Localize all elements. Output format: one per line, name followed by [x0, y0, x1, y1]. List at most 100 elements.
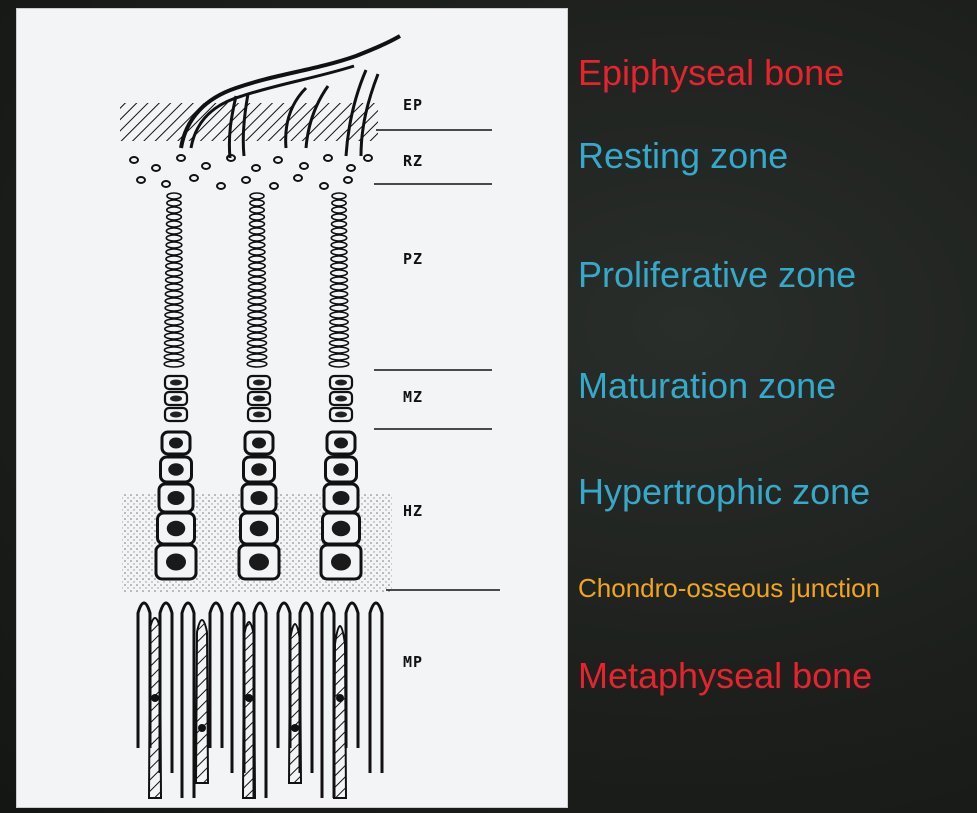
- proliferative-cell: [249, 277, 266, 283]
- proliferative-cell: [331, 235, 346, 241]
- proliferative-cell: [249, 270, 266, 276]
- resting-cell: [137, 177, 145, 183]
- resting-cell: [177, 155, 185, 161]
- osteocyte: [245, 694, 253, 702]
- zone-code-rz: RZ: [403, 152, 423, 170]
- proliferative-cell: [330, 305, 348, 311]
- bone-strip: [196, 620, 208, 783]
- hypertrophic-nucleus: [250, 521, 269, 537]
- proliferative-cell: [166, 249, 182, 255]
- proliferative-cell: [249, 263, 265, 269]
- hypertrophic-nucleus: [331, 554, 351, 571]
- bone-strip: [289, 624, 301, 783]
- resting-cell: [227, 155, 235, 161]
- resting-cell: [162, 181, 170, 187]
- trabecula-loop: [232, 603, 244, 773]
- label-chondro-osseous-junction: Chondro-osseous junction: [578, 573, 880, 604]
- proliferative-cell: [166, 228, 181, 234]
- proliferative-cell: [165, 284, 182, 290]
- maturation-nucleus: [253, 380, 265, 386]
- proliferative-cell: [247, 347, 266, 353]
- proliferative-cell: [250, 207, 264, 213]
- hypertrophic-nucleus: [251, 463, 267, 476]
- proliferative-cell: [329, 347, 348, 353]
- chondrocyte-column: [321, 193, 361, 579]
- proliferative-cell: [332, 200, 346, 206]
- proliferative-cell: [165, 333, 184, 339]
- proliferative-cell: [331, 249, 347, 255]
- label-proliferative-zone: Proliferative zone: [578, 254, 856, 296]
- label-hypertrophic-zone: Hypertrophic zone: [578, 471, 870, 513]
- hypertrophic-nucleus: [168, 463, 184, 476]
- epiphyseal-bone-drawing: [120, 36, 400, 158]
- maturation-nucleus: [170, 396, 182, 402]
- resting-cell: [130, 157, 138, 163]
- proliferative-cell: [332, 214, 347, 220]
- maturation-nucleus: [335, 412, 347, 418]
- hypertrophic-nucleus: [249, 554, 269, 571]
- proliferative-cell: [166, 235, 181, 241]
- hypertrophic-nucleus: [168, 491, 185, 505]
- trabecula-loop: [138, 603, 150, 748]
- proliferative-cell: [167, 200, 181, 206]
- proliferative-cell: [331, 263, 347, 269]
- proliferative-cell: [247, 354, 266, 360]
- trabecula-loop: [322, 603, 334, 798]
- resting-cell: [252, 165, 260, 171]
- resting-cell: [300, 163, 308, 169]
- proliferative-cell: [248, 284, 265, 290]
- proliferative-cell: [248, 298, 266, 304]
- chondrocyte-column: [239, 193, 279, 579]
- trabecula-loop: [210, 603, 222, 748]
- osteocyte: [198, 724, 206, 732]
- proliferative-cell: [167, 221, 182, 227]
- label-epiphyseal-bone: Epiphyseal bone: [578, 52, 844, 94]
- proliferative-cell: [248, 326, 266, 332]
- maturation-nucleus: [170, 380, 182, 386]
- zone-code-mz: MZ: [403, 388, 423, 406]
- resting-cell: [364, 155, 372, 161]
- proliferative-cell: [166, 256, 182, 262]
- proliferative-cell: [250, 221, 265, 227]
- proliferative-cell: [165, 305, 183, 311]
- proliferative-cell: [164, 347, 183, 353]
- maturation-nucleus: [170, 412, 182, 418]
- proliferative-cell: [248, 291, 265, 297]
- trabecula-loop: [182, 603, 194, 798]
- proliferative-cell: [166, 277, 183, 283]
- resting-cell: [274, 157, 282, 163]
- proliferative-cell: [330, 284, 347, 290]
- proliferative-cell: [249, 242, 265, 248]
- proliferative-cell: [248, 319, 266, 325]
- resting-cell: [347, 165, 355, 171]
- bone-strip: [243, 622, 255, 798]
- zone-code-pz: PZ: [403, 250, 423, 268]
- proliferative-cell: [165, 319, 183, 325]
- proliferative-cell: [166, 263, 182, 269]
- proliferative-cell: [330, 312, 348, 318]
- resting-cell: [217, 183, 225, 189]
- proliferative-cell: [249, 235, 264, 241]
- zone-code-ep: EP: [403, 96, 423, 114]
- proliferative-cell: [165, 312, 183, 318]
- resting-cell: [320, 183, 328, 189]
- proliferative-cell: [248, 340, 267, 346]
- chondrocyte-columns: [156, 193, 361, 579]
- growth-plate-illustration: [16, 8, 568, 808]
- hypertrophic-nucleus: [332, 521, 351, 537]
- trabecula-loop: [346, 603, 358, 748]
- proliferative-cell: [250, 200, 264, 206]
- proliferative-cell: [166, 270, 183, 276]
- proliferative-cell: [248, 305, 266, 311]
- proliferative-cell: [250, 214, 265, 220]
- label-maturation-zone: Maturation zone: [578, 365, 836, 407]
- resting-cell: [202, 163, 210, 169]
- proliferative-cell: [165, 298, 183, 304]
- hypertrophic-nucleus: [333, 491, 350, 505]
- maturation-nucleus: [335, 380, 347, 386]
- hypertrophic-nucleus: [334, 438, 348, 449]
- proliferative-cell: [167, 207, 181, 213]
- proliferative-cell: [250, 193, 264, 199]
- proliferative-cell: [330, 326, 348, 332]
